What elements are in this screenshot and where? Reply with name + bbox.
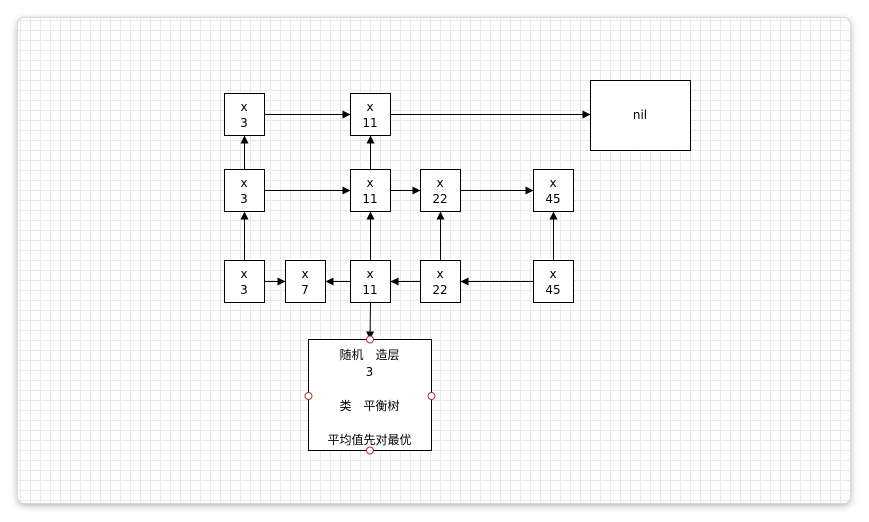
connection-handle[interactable] xyxy=(427,392,436,400)
node-label: nil xyxy=(633,108,647,122)
node-box xyxy=(224,169,265,212)
node-label-var: x xyxy=(240,267,247,281)
node-label-var: x xyxy=(301,267,308,281)
node-box xyxy=(420,169,461,212)
node-label-value: 11 xyxy=(362,116,377,130)
node-box xyxy=(350,93,391,136)
node-l0_45[interactable]: x 45 xyxy=(533,260,574,303)
node-box xyxy=(350,260,391,303)
node-label-var: x xyxy=(436,267,443,281)
node-label-value: 22 xyxy=(432,192,447,206)
node-l2_3[interactable]: x3 xyxy=(224,93,265,136)
node-l0_22[interactable]: x 22 xyxy=(420,260,461,303)
node-box xyxy=(224,93,265,136)
node-nil[interactable]: nil xyxy=(590,80,691,151)
node-box xyxy=(420,260,461,303)
node-label-value: 45 xyxy=(545,283,560,297)
node-box xyxy=(224,260,265,303)
node-label-value: 45 xyxy=(545,192,560,206)
node-label-value: 3 xyxy=(240,116,248,130)
edge-l0_11-to-note[interactable] xyxy=(366,302,375,340)
node-l0_3[interactable]: x3 xyxy=(224,260,265,303)
node-label-value: 3 xyxy=(240,283,248,297)
node-box xyxy=(533,169,574,212)
node-l1_11[interactable]: x 11 xyxy=(350,169,391,212)
node-box xyxy=(285,260,326,303)
node-label-var: x xyxy=(436,176,443,190)
node-l1_45[interactable]: x 45 xyxy=(533,169,574,212)
node-l2_11[interactable]: x 11 xyxy=(350,93,391,136)
node-label-value: 7 xyxy=(301,283,309,297)
node-label-var: x xyxy=(240,100,247,114)
node-l1_22[interactable]: x 22 xyxy=(420,169,461,212)
note-line: 类 平衡树 xyxy=(339,398,399,413)
node-l1_3[interactable]: x3 xyxy=(224,169,265,212)
node-l0_11[interactable]: x 11 xyxy=(350,260,391,303)
note-line: 平均值先对最优 xyxy=(327,432,411,447)
node-label-var: x xyxy=(240,176,247,190)
node-label-value: 3 xyxy=(240,192,248,206)
node-label-var: x xyxy=(366,176,373,190)
connection-handle[interactable] xyxy=(366,335,374,344)
note-line: 随机 造层 xyxy=(339,347,399,362)
node-label-var: x xyxy=(366,267,373,281)
node-label-value: 22 xyxy=(432,283,447,297)
connection-handle[interactable] xyxy=(366,446,374,455)
connection-handle[interactable] xyxy=(304,392,313,400)
node-box xyxy=(533,260,574,303)
node-label-var: x xyxy=(549,176,556,190)
node-label-var: x xyxy=(549,267,556,281)
node-label-var: x xyxy=(366,100,373,114)
node-l0_7[interactable]: x7 xyxy=(285,260,326,303)
node-box xyxy=(350,169,391,212)
note-line: 3 xyxy=(366,365,374,379)
node-box xyxy=(590,80,691,151)
node-label-value: 11 xyxy=(362,283,377,297)
node-label-value: 11 xyxy=(362,192,377,206)
